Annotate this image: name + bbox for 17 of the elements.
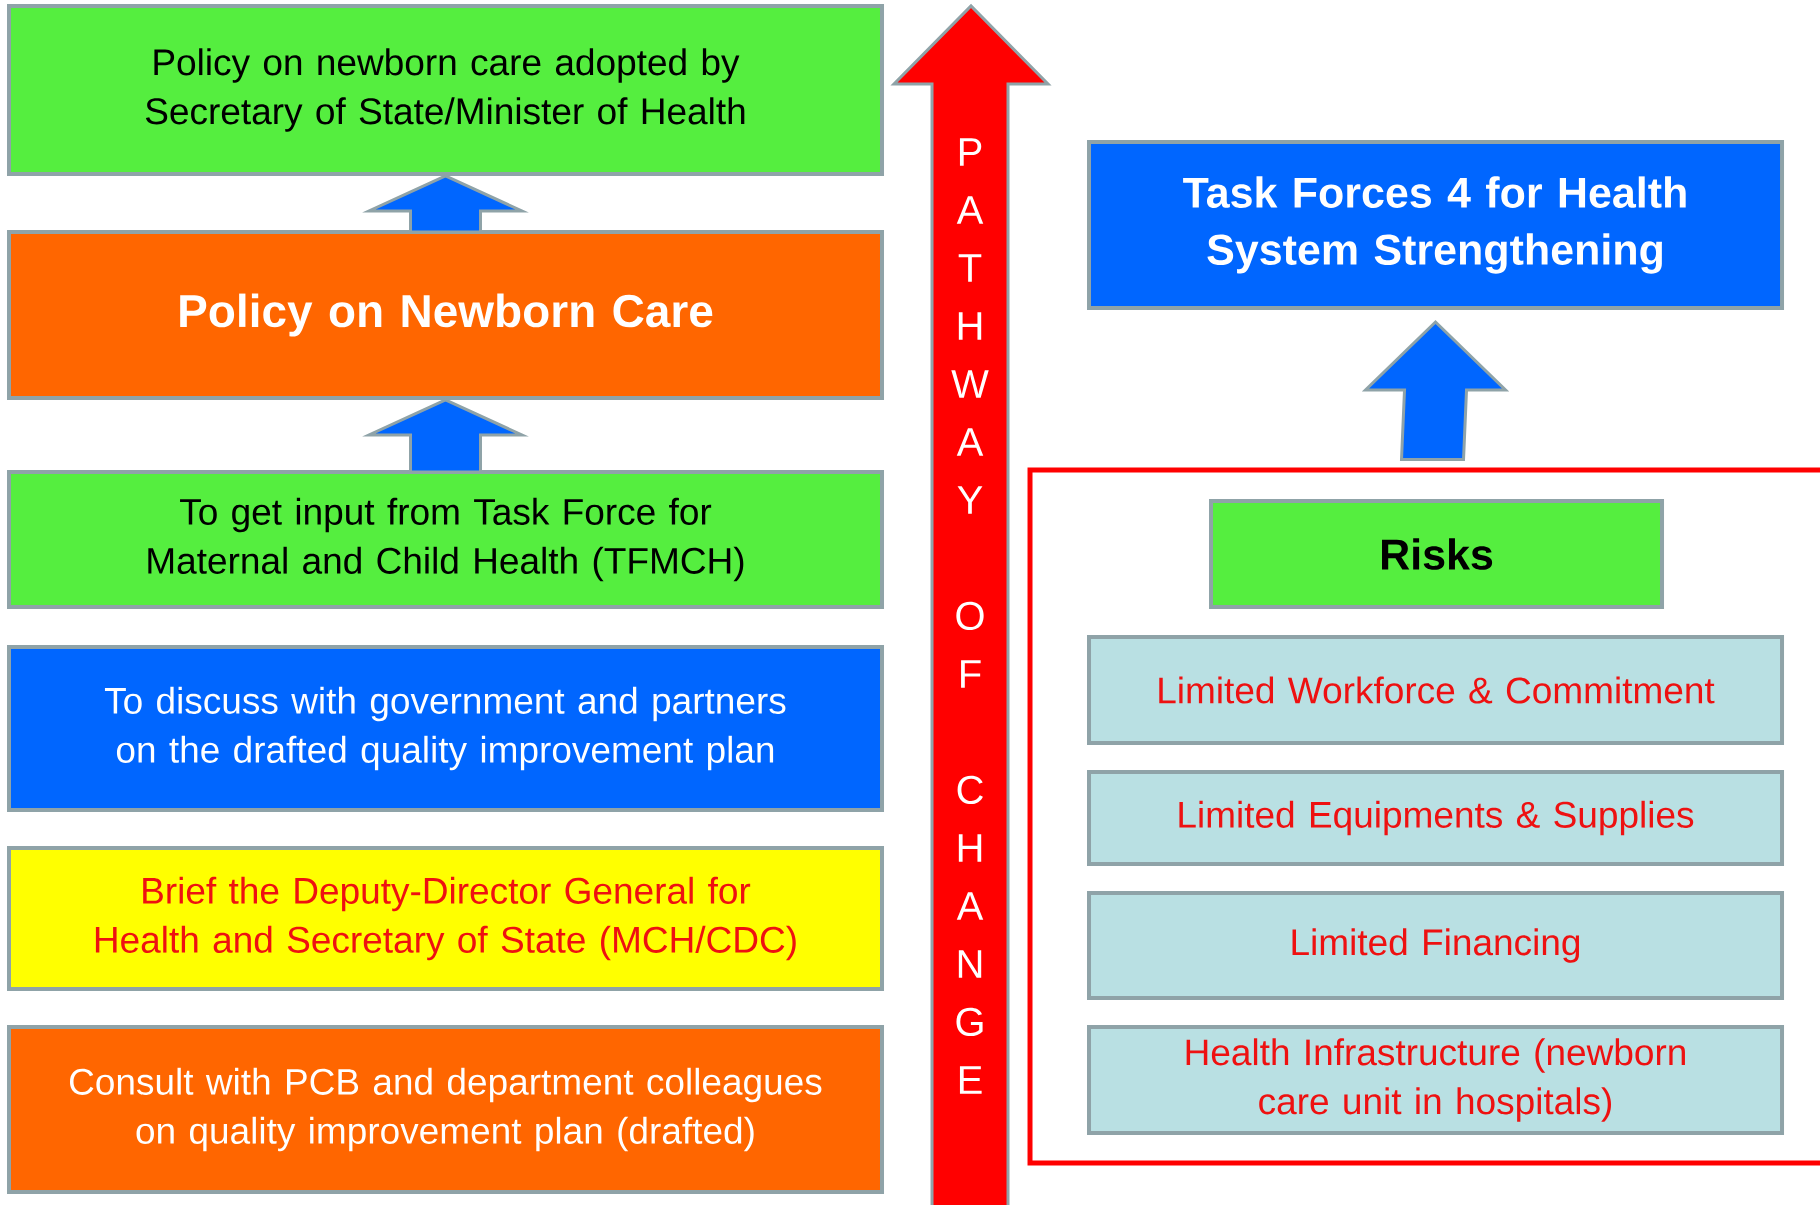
heading-box: Risks [1209,499,1664,609]
risk-box: Health Infrastructure (newborn care unit in hospitals) [1087,1025,1784,1135]
step-box: Consult with PCB and department colleagues on quality improvement plan (drafted) [7,1025,884,1194]
step-box: Brief the Deputy-Director General for Health and Secretary of State (MCH/CDC) [7,846,884,991]
block-arrow [1361,319,1510,461]
step-box: To discuss with government and partners on the drafted quality improvement plan [7,645,884,812]
goal-box: Task Forces 4 for Health System Strengthening [1087,140,1784,310]
step-box: To get input from Task Force for Maternal and Child Health (TFMCH) [7,470,884,609]
group-frame [1027,467,1820,1166]
arrow-band: PATHWAY OF CHANGE [890,3,1052,1205]
block-arrow [362,398,529,474]
risk-box: Limited Financing [1087,891,1784,1000]
title-box: Policy on Newborn Care [7,230,884,400]
step-box: Policy on newborn care adopted by Secretary of State/Minister of Health [7,4,884,176]
risk-box: Limited Equipments & Supplies [1087,770,1784,866]
block-arrow [362,174,529,234]
risk-box: Limited Workforce & Commitment [1087,635,1784,745]
